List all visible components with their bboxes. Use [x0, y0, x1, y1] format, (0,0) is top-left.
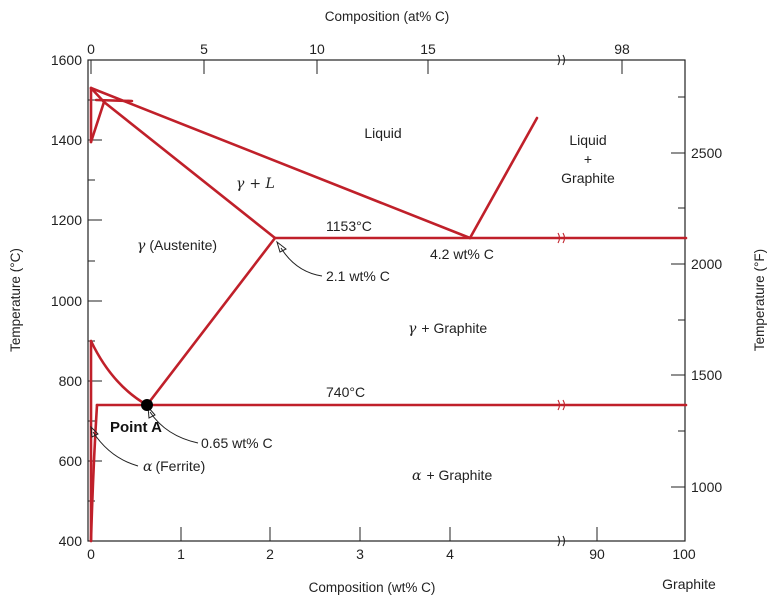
ferrite-region-label: α(Ferrite): [143, 458, 205, 475]
bottom-tick-label: 3: [356, 546, 364, 562]
arrowhead: [90, 425, 99, 438]
bottom-tick-label: 4: [446, 546, 454, 562]
left-tick-label: 400: [59, 533, 83, 549]
austenite-region-label: γ(Austenite): [137, 237, 217, 254]
austenite-rest: (Austenite): [149, 237, 217, 253]
gamma-l-rest: + L: [249, 176, 274, 192]
gamma-symbol: γ: [408, 321, 417, 337]
alpha-graphite-rest: + Graphite: [426, 467, 492, 483]
top-tick-label: 5: [200, 41, 208, 57]
eutectic-temperature-label: 1153°C: [326, 218, 372, 234]
break-mark: [557, 535, 566, 547]
bottom-end-label: Graphite: [662, 576, 716, 592]
gamma-symbol: γ: [137, 238, 146, 254]
break-mark: [557, 54, 566, 66]
right-tick-label: 1000: [691, 479, 722, 495]
alpha-graphite-region-label: α+ Graphite: [412, 467, 492, 484]
bottom-tick-label: 1: [177, 546, 185, 562]
liquid-region-label: Liquid: [364, 125, 401, 141]
ferrite-rest: (Ferrite): [155, 458, 205, 474]
ferrite-leader: [92, 431, 139, 467]
left-tick-label: 1400: [51, 132, 82, 148]
gamma-graphite-rest: + Graphite: [421, 320, 487, 336]
arrowhead: [276, 240, 287, 253]
peritectic-line: [94, 98, 134, 103]
top-tick-label: 98: [614, 41, 630, 57]
top-tick-label: 15: [420, 41, 436, 57]
top-axis-ticks: [90, 60, 623, 74]
right-axis-ticks: [671, 96, 685, 488]
top-tick-label: 0: [87, 41, 95, 57]
right-axis-labels: 1000 1500 2000 2500: [691, 145, 722, 495]
top-axis-title: Composition (at% C): [325, 9, 450, 24]
eutectoid-composition-label: 0.65 wt% C: [201, 435, 273, 451]
break-mark: [557, 399, 566, 411]
gamma-l-region-label: γ+ L: [236, 176, 275, 192]
delta-ferrite-boundary: [89, 100, 106, 144]
bottom-tick-label: 0: [87, 546, 95, 562]
leader-lines: [90, 240, 323, 467]
left-tick-label: 1600: [51, 52, 82, 68]
liquidus-line: [89, 86, 472, 240]
left-tick-label: 1000: [51, 293, 82, 309]
eutectic-composition-label: 4.2 wt% C: [430, 246, 494, 262]
liquidus-austenite-boundary: [89, 86, 277, 240]
left-tick-label: 600: [59, 453, 83, 469]
austenite-solvus-line: [145, 236, 277, 407]
gamma-symbol: γ: [236, 176, 245, 192]
eutectoid-temperature-label: 740°C: [326, 384, 365, 400]
bottom-tick-label: 100: [672, 546, 696, 562]
liquid-graphite-label-line3: Graphite: [561, 170, 615, 186]
right-tick-label: 2500: [691, 145, 722, 161]
left-tick-label: 800: [59, 373, 83, 389]
phase-boundaries: [89, 86, 688, 543]
point-a-marker: [141, 399, 153, 411]
left-tick-label: 1200: [51, 212, 82, 228]
point-a-label: Point A: [110, 419, 162, 436]
left-axis-title: Temperature (°C): [8, 248, 23, 352]
top-axis-labels: 0 5 10 15 98: [87, 41, 630, 57]
liquid-graphite-label-line2: +: [584, 151, 592, 167]
graphite-liquidus-line: [468, 116, 539, 240]
bottom-axis-labels: 0 1 2 3 4 90 100 Graphite: [87, 546, 716, 592]
alpha-symbol: α: [143, 459, 153, 475]
bottom-axis-ticks: [90, 527, 598, 541]
alpha-symbol: α: [412, 468, 422, 484]
top-tick-label: 10: [309, 41, 325, 57]
right-tick-label: 2000: [691, 256, 722, 272]
arrowhead: [147, 405, 156, 419]
break-mark: [557, 232, 566, 244]
liquid-graphite-label-line1: Liquid: [569, 132, 606, 148]
right-axis-title: Temperature (°F): [752, 249, 767, 351]
austenite-ferrite-boundary: [89, 339, 149, 407]
right-tick-label: 1500: [691, 367, 722, 383]
austenite-max-label: 2.1 wt% C: [326, 268, 390, 284]
bottom-axis-title: Composition (wt% C): [309, 580, 436, 595]
gamma-graphite-region-label: γ+ Graphite: [408, 320, 487, 337]
bottom-tick-label: 2: [266, 546, 274, 562]
axis-break-marks: [557, 54, 566, 547]
left-axis-labels: 400 600 800 1000 1200 1400 1600: [51, 52, 82, 549]
austenite-max-leader: [280, 247, 323, 277]
bottom-tick-label: 90: [589, 546, 605, 562]
